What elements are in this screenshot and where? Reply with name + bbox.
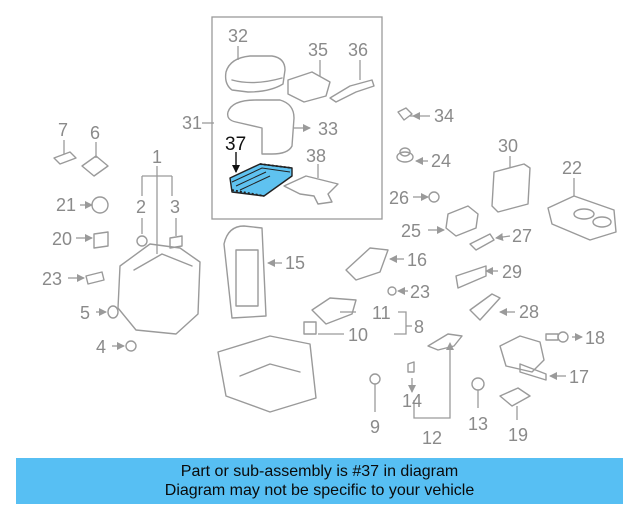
part-29-panel [455, 265, 498, 289]
part-20-clip [76, 231, 109, 249]
part-26-screw [413, 191, 440, 203]
part-23-screw-left [68, 271, 105, 285]
callout-13: 13 [468, 414, 488, 434]
part-7-pad [53, 140, 77, 165]
part-27-clip [469, 233, 511, 251]
callout-22: 22 [562, 158, 582, 178]
part-5-washer [96, 305, 119, 319]
caption-line-2: Diagram may not be specific to your vehi… [164, 482, 475, 499]
callout-21: 21 [56, 195, 76, 215]
callout-10: 10 [348, 325, 368, 345]
callout-23-right: 23 [410, 282, 430, 302]
part-25-switch [428, 205, 479, 237]
callout-8: 8 [414, 317, 424, 337]
part-32-armrest-lid [224, 46, 286, 93]
callout-7: 7 [58, 120, 68, 140]
part-24-grommet [396, 147, 428, 165]
callout-11: 11 [372, 303, 391, 323]
part-38-tray-bracket [283, 164, 339, 205]
part-33-armrest-base [226, 99, 311, 155]
part-4-screw [112, 340, 137, 352]
callout-25: 25 [401, 221, 421, 241]
callout-32: 32 [228, 26, 248, 46]
callout-17: 17 [569, 367, 589, 387]
callout-16: 16 [407, 250, 427, 270]
part-12-14-wiring [407, 333, 463, 419]
callout-20: 20 [52, 229, 72, 249]
part-13-bolt [471, 377, 485, 408]
caption-line-1: Part or sub-assembly is #37 in diagram [180, 463, 459, 480]
part-19-plate [499, 387, 531, 420]
part-28-cover [469, 293, 515, 321]
callout-1: 1 [152, 147, 162, 167]
part-9-screw [369, 373, 381, 412]
callout-18: 18 [585, 328, 605, 348]
callout-27: 27 [512, 226, 532, 246]
callout-33: 33 [318, 119, 338, 139]
part-16-bracket [345, 247, 404, 281]
part-35-hinge-plate [287, 60, 331, 103]
part-1-main-console [117, 166, 201, 335]
part-lower-console [217, 335, 317, 413]
part-15-front-console [223, 225, 282, 319]
part-2-screw [136, 218, 148, 247]
part-36-latch [329, 60, 375, 103]
armrest-inset-frame [211, 16, 383, 220]
callout-29: 29 [502, 262, 522, 282]
callout-26: 26 [389, 188, 409, 208]
callout-2: 2 [136, 197, 146, 217]
callout-37: 37 [225, 134, 246, 155]
callout-6: 6 [90, 123, 100, 143]
part-3-clip [169, 218, 183, 249]
caption-banner: Part or sub-assembly is #37 in diagram D… [16, 458, 623, 504]
callout-28: 28 [519, 302, 539, 322]
callout-24: 24 [431, 151, 451, 171]
callout-4: 4 [96, 337, 106, 357]
callout-31: 31 [182, 113, 202, 133]
callout-34: 34 [434, 106, 454, 126]
part-18-screw [545, 331, 583, 343]
callout-5: 5 [80, 303, 90, 323]
part-17-bracket [499, 335, 566, 381]
part-37-storage-tray [229, 152, 293, 197]
part-8-10-11-trim [303, 297, 412, 335]
callout-30: 30 [498, 136, 518, 156]
callout-3: 3 [170, 197, 180, 217]
part-34-bolt [397, 107, 430, 121]
callout-35: 35 [308, 40, 328, 60]
part-30-module [491, 156, 531, 213]
callout-12: 12 [422, 428, 442, 448]
callout-36: 36 [348, 40, 368, 60]
callout-9: 9 [370, 417, 380, 437]
callout-15: 15 [285, 253, 305, 273]
part-22-cupholder [547, 178, 617, 241]
part-23-screw-right [387, 286, 408, 296]
part-6-pad [81, 142, 109, 177]
callout-38: 38 [306, 146, 326, 166]
part-21-knob [80, 196, 109, 214]
callout-14: 14 [402, 391, 422, 411]
callout-23-left: 23 [42, 269, 62, 289]
callout-19: 19 [508, 425, 528, 445]
